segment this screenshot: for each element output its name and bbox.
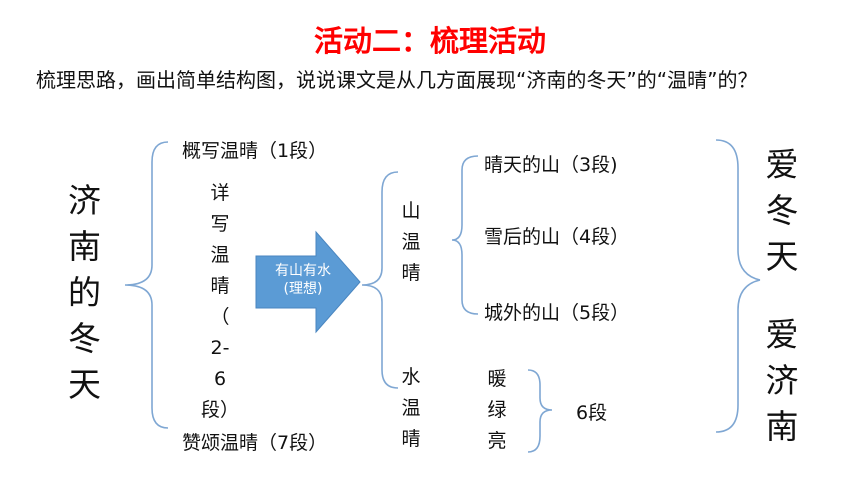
- detail-char: （: [210, 306, 230, 328]
- mountain-char: 温: [401, 231, 421, 253]
- water-items-column: 暖 绿 亮: [482, 364, 512, 457]
- root-text: 济南的冬天: [68, 181, 101, 404]
- overview-label: 概写温晴（1段）: [182, 140, 328, 162]
- emotion-char: 爱: [765, 315, 799, 354]
- emotion-char: 天: [765, 237, 799, 276]
- main-brace: [124, 141, 169, 429]
- detail-char: 6: [213, 368, 227, 390]
- mid-brace: [361, 171, 399, 389]
- detail-char: 详: [210, 182, 230, 204]
- detail-char: 段）: [200, 399, 239, 421]
- water-char: 温: [401, 397, 421, 419]
- water-brace: [527, 369, 553, 453]
- emotion-char: 爱: [765, 145, 799, 184]
- water-item: 暖: [487, 368, 507, 390]
- arrow-shape: [255, 230, 361, 334]
- arrow-label: 有山有水 (理想): [258, 262, 348, 298]
- prompt-text: 梳理思路，画出简单结构图，说说课文是从几方面展现“济南的冬天”的“温晴”的？: [36, 68, 758, 92]
- mountain-char: 山: [401, 200, 421, 222]
- emotion-char: 南: [765, 407, 799, 446]
- emotion-jinan: 爱 济 南: [762, 312, 802, 450]
- mountain-item: 雪后的山（4段）: [484, 226, 630, 248]
- water-column: 水 温 晴: [396, 362, 426, 455]
- summary-label: 赞颂温晴（7段）: [182, 432, 328, 454]
- detail-column: 详 写 温 晴 （ 2- 6 段）: [200, 178, 240, 426]
- mountain-column: 山 温 晴: [396, 196, 426, 289]
- water-item: 亮: [487, 430, 507, 452]
- mountain-item: 晴天的山（3段): [484, 154, 618, 176]
- root-title: 济南的冬天: [68, 178, 108, 408]
- water-item: 绿: [487, 399, 507, 421]
- slide-title: 活动二：梳理活动: [313, 24, 546, 58]
- detail-char: 晴: [210, 275, 230, 297]
- water-char: 水: [401, 366, 421, 388]
- mountain-brace: [451, 155, 479, 315]
- water-reference: 6段: [576, 402, 608, 424]
- detail-char: 2-: [210, 337, 230, 359]
- emotion-brace-bottom: [715, 279, 761, 433]
- arrow-line2: (理想): [283, 281, 323, 297]
- detail-char: 写: [210, 213, 230, 235]
- mountain-item: 城外的山（5段）: [484, 302, 630, 324]
- water-char: 晴: [401, 428, 421, 450]
- emotion-char: 济: [765, 361, 799, 400]
- emotion-winter: 爱 冬 天: [762, 142, 802, 280]
- arrow-line1: 有山有水: [275, 263, 331, 279]
- mountain-char: 晴: [401, 262, 421, 284]
- emotion-brace-top: [715, 139, 761, 281]
- emotion-char: 冬: [765, 191, 799, 230]
- detail-char: 温: [210, 244, 230, 266]
